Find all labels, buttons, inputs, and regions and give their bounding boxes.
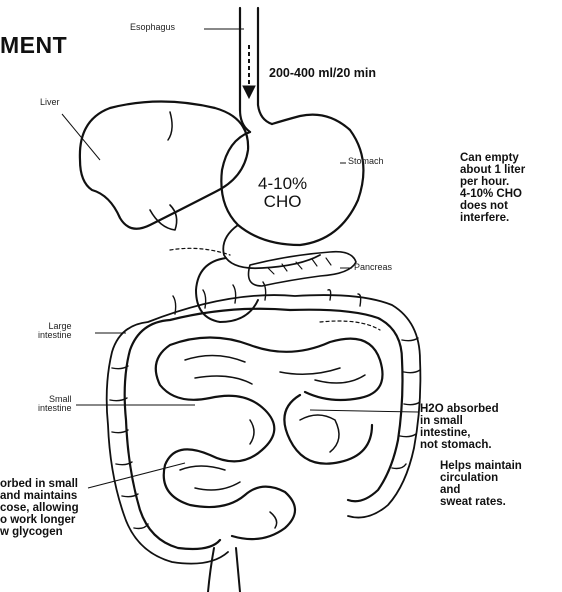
page-title: MENT [0, 33, 67, 57]
flow-arrow-head [243, 86, 255, 98]
glucose-note-line-3: cose, allowing [0, 502, 79, 514]
water-absorption-note: H2O absorbed in small intestine, not sto… [420, 403, 499, 451]
glucose-note: orbed in small and maintains cose, allow… [0, 478, 79, 538]
stomach-content-line-1: 4-10% [258, 175, 307, 193]
glucose-note-line-4: o work longer [0, 514, 79, 526]
liver-label: Liver [40, 98, 60, 107]
glucose-leader [88, 463, 185, 488]
glucose-note-line-2: and maintains [0, 490, 79, 502]
pancreas-label: Pancreas [354, 263, 392, 272]
stomach-note-line-4: 4-10% CHO [460, 188, 525, 200]
circulation-note-line-2: circulation [440, 472, 522, 484]
esophagus-shape [240, 8, 272, 132]
small-intestine-line-2: intestine [38, 404, 72, 413]
large-intestine-line-2: intestine [38, 331, 72, 340]
stomach-label: Stomach [348, 157, 384, 166]
stomach-content-line-2: CHO [258, 193, 307, 211]
circulation-note-line-1: Helps maintain [440, 460, 522, 472]
stomach-note-line-6: interfere. [460, 212, 525, 224]
circulation-note: Helps maintain circulation and sweat rat… [440, 460, 522, 508]
stomach-note-line-1: Can empty [460, 152, 525, 164]
small-intestine-label: Small intestine [38, 395, 72, 414]
stomach-note-line-2: about 1 liter [460, 164, 525, 176]
esophagus-label: Esophagus [130, 23, 175, 32]
glucose-note-line-5: w glycogen [0, 526, 79, 538]
stomach-note-line-3: per hour. [460, 176, 525, 188]
stomach-note: Can empty about 1 liter per hour. 4-10% … [460, 152, 525, 224]
large-intestine-label: Large intestine [38, 322, 72, 341]
stomach-content: 4-10% CHO [258, 175, 307, 211]
water-note-line-4: not stomach. [420, 439, 499, 451]
water-note-line-1: H2O absorbed [420, 403, 499, 415]
small-intestine-shape [156, 338, 383, 540]
large-intestine-shape [125, 309, 403, 549]
flow-rate-label: 200-400 ml/20 min [269, 67, 376, 80]
water-note-line-2: in small [420, 415, 499, 427]
glucose-note-line-1: orbed in small [0, 478, 79, 490]
water-note-line-3: intestine, [420, 427, 499, 439]
circulation-note-line-3: and [440, 484, 522, 496]
stomach-note-line-5: does not [460, 200, 525, 212]
circulation-note-line-4: sweat rates. [440, 496, 522, 508]
